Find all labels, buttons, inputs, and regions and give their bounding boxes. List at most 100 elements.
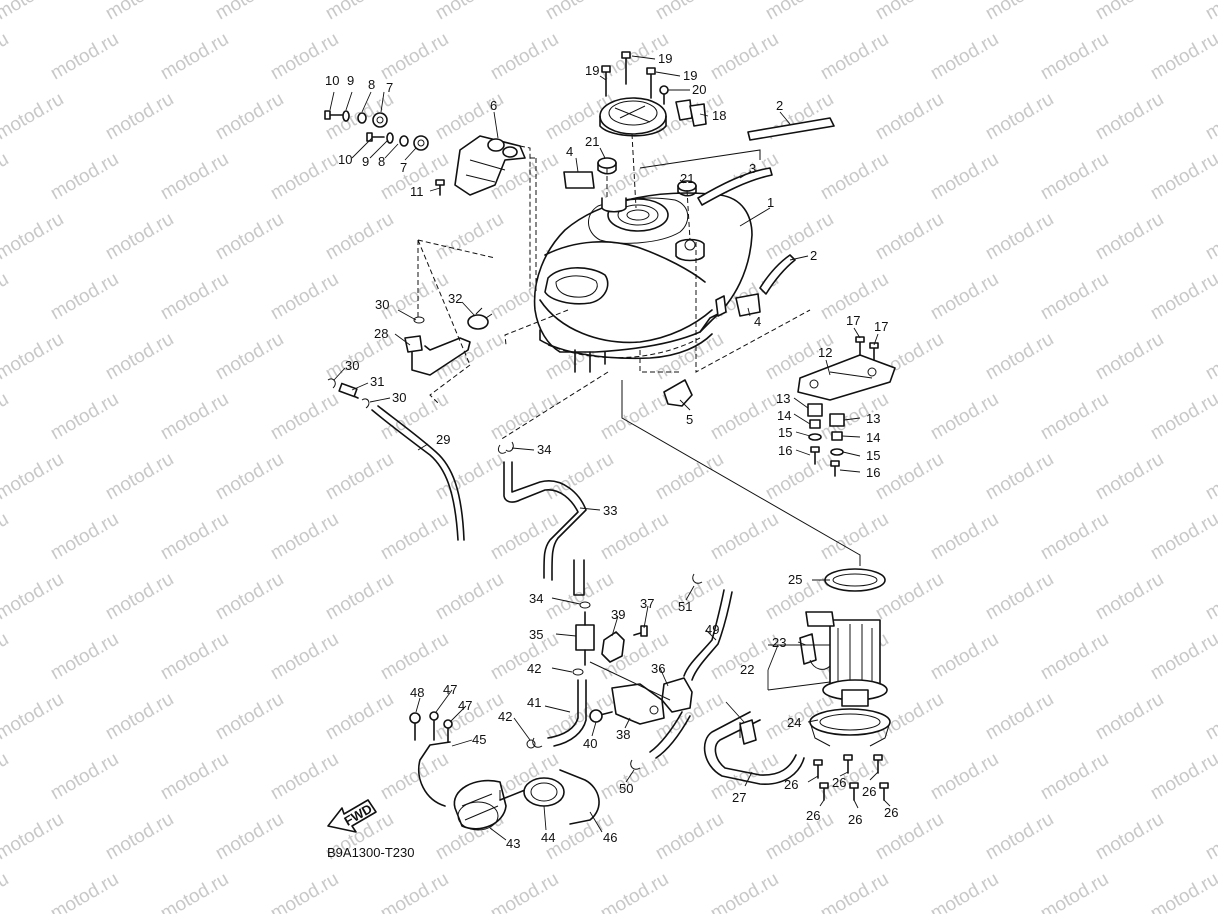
fuel-filter-35 [572,601,648,676]
callout-39: 39 [611,607,625,622]
watermark-text: motod.ru [1037,629,1112,685]
watermark-text: motod.ru [0,509,12,565]
screws-26 [813,754,889,801]
watermark-text: motod.ru [377,749,452,805]
callout-26: 26 [784,777,798,792]
watermark-text: motod.ru [652,809,727,865]
watermark-text: motod.ru [267,149,342,205]
callout-14: 14 [866,430,880,445]
watermark-text: motod.ru [762,0,837,24]
watermark-text: motod.ru [157,29,232,85]
callout-29: 29 [436,432,450,447]
watermark-text: motod.ru [102,0,177,24]
watermark-text: motod.ru [982,689,1057,745]
pump-plate-24 [809,708,891,747]
cover-5 [663,379,693,407]
watermark-text: motod.ru [542,689,617,745]
watermark-text: motod.ru [157,629,232,685]
callout-32: 32 [448,291,462,306]
watermark-text: motod.ru [47,149,122,205]
watermark-text: motod.ru [432,449,507,505]
watermark-text: motod.ru [1037,389,1112,445]
watermark-text: motod.ru [1092,209,1167,265]
watermark-text: motod.ru [817,869,892,914]
callout-20: 20 [692,82,706,97]
callout-14: 14 [777,408,791,423]
callout-7: 7 [386,80,393,95]
callout-11: 11 [410,184,424,199]
callout-2: 2 [776,98,783,113]
watermark-text: motod.ru [377,629,452,685]
watermark-text: motod.ru [212,209,287,265]
watermark-text: motod.ru [487,629,562,685]
callout-21: 21 [680,171,694,186]
watermark-text: motod.ru [707,869,782,914]
watermark-text: motod.ru [652,0,727,24]
watermark-text: motod.ru [47,629,122,685]
watermark-text: motod.ru [157,749,232,805]
callout-47: 47 [443,682,457,697]
watermark-text: motod.ru [982,89,1057,145]
watermark-text: motod.ru [0,689,67,745]
watermark-text: motod.ru [1037,269,1112,325]
watermark-text: motod.ru [0,89,67,145]
callout-42: 42 [527,661,541,676]
watermark-text: motod.ru [1147,749,1218,805]
breather-hose-28 [404,307,493,376]
watermark-text: motod.ru [1202,689,1218,745]
callout-17: 17 [874,319,888,334]
callout-9: 9 [362,154,369,169]
watermark-text: motod.ru [432,89,507,145]
callout-37: 37 [640,596,654,611]
watermark-text: motod.ru [322,449,397,505]
watermark-text: motod.ru [102,209,177,265]
callout-50: 50 [619,781,633,796]
hose-33 [497,441,587,596]
watermark-text: motod.ru [1092,809,1167,865]
watermark-text: motod.ru [47,389,122,445]
watermark-text: motod.ru [1202,89,1218,145]
watermark-text: motod.ru [542,569,617,625]
fasteners-7-10 [324,110,445,196]
callout-4: 4 [754,314,761,329]
watermark-text: motod.ru [267,509,342,565]
watermark-text: motod.ru [982,0,1057,24]
callout-43: 43 [506,836,520,851]
callout-12: 12 [818,345,832,360]
callout-36: 36 [651,661,665,676]
callout-26: 26 [884,805,898,820]
watermark-text: motod.ru [377,509,452,565]
watermark-text: motod.ru [762,449,837,505]
watermark-text: motod.ru [0,29,12,85]
callout-21: 21 [585,134,599,149]
watermark-text: motod.ru [1037,149,1112,205]
watermark-text: motod.ru [927,629,1002,685]
watermark-text: motod.ru [927,269,1002,325]
watermark-text: motod.ru [377,29,452,85]
watermark-text: motod.ru [102,569,177,625]
watermark-text: motod.ru [1037,509,1112,565]
watermark-text: motod.ru [267,629,342,685]
callout-1: 1 [767,195,774,210]
watermark-text: motod.ru [542,0,617,24]
callout-46: 46 [603,830,617,845]
watermark-text: motod.ru [157,269,232,325]
callout-13: 13 [866,411,880,426]
watermark-text: motod.ru [817,29,892,85]
callout-45: 45 [472,732,486,747]
callout-38: 38 [616,727,630,742]
watermark-text: motod.ru [1147,869,1218,914]
callout-6: 6 [490,98,497,113]
watermark-text: motod.ru [212,329,287,385]
watermark-text: motod.ru [487,29,562,85]
callout-4: 4 [566,144,573,159]
callout-49: 49 [705,622,719,637]
watermark-text: motod.ru [597,869,672,914]
watermark-text: motod.ru [707,29,782,85]
guide-lines [417,133,861,800]
callout-44: 44 [541,830,555,845]
watermark-text: motod.ru [377,869,452,914]
watermark-text: motod.ru [1202,569,1218,625]
watermark-text: motod.ru [597,389,672,445]
